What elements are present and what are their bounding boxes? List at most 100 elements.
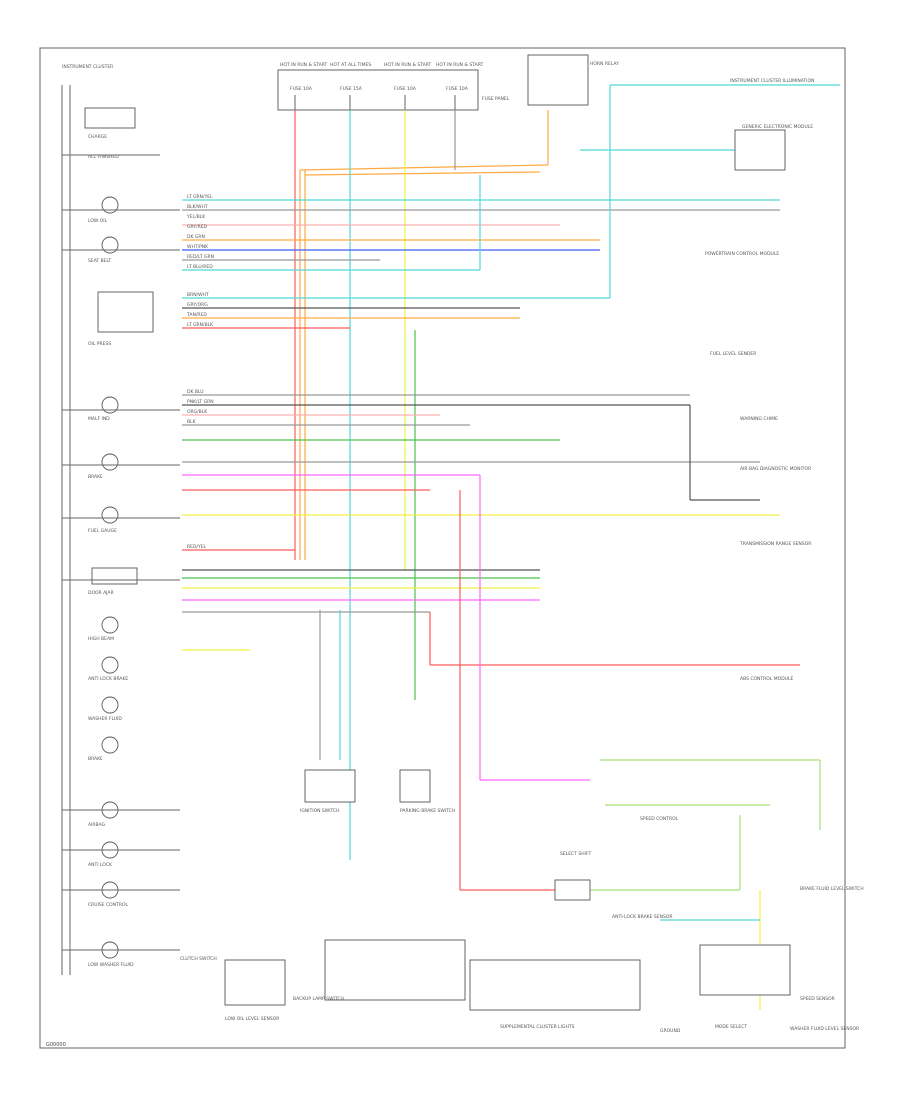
svg-text:IGNITION SWITCH: IGNITION SWITCH (300, 808, 340, 814)
svg-text:PARKING BRAKE SWITCH: PARKING BRAKE SWITCH (400, 808, 455, 814)
svg-text:WASHER FLUID: WASHER FLUID (88, 716, 122, 722)
svg-text:DK GRN: DK GRN (187, 234, 205, 240)
svg-text:DOOR AJAR: DOOR AJAR (88, 590, 114, 596)
svg-text:BACKUP LAMP SWITCH: BACKUP LAMP SWITCH (293, 996, 344, 1002)
svg-text:SPEED SENSOR: SPEED SENSOR (800, 996, 835, 1002)
svg-text:ALL FINISHED: ALL FINISHED (88, 154, 119, 160)
svg-text:YEL/BLK: YEL/BLK (186, 214, 206, 220)
right-side-components: GENERIC ELECTRONIC MODULE INSTRUMENT CLU… (705, 78, 864, 1002)
svg-text:LT GRN/BLK: LT GRN/BLK (187, 322, 214, 328)
svg-text:TRANSMISSION RANGE SENSOR: TRANSMISSION RANGE SENSOR (739, 541, 811, 547)
cluster-component: MALF IND (88, 396, 119, 422)
cluster-component: ANTI LOCK BRAKE (88, 656, 128, 682)
fuse: HOT AT ALL TIMES FUSE 15A (330, 62, 371, 110)
svg-text:INSTRUMENT CLUSTER ILLUMINATIO: INSTRUMENT CLUSTER ILLUMINATION (730, 78, 814, 84)
svg-text:ABS CONTROL MODULE: ABS CONTROL MODULE (740, 676, 793, 682)
bottom-components: IGNITION SWITCH PARKING BRAKE SWITCH SUP… (180, 769, 859, 1034)
cluster-component: LOW WASHER FLUID (88, 941, 134, 968)
svg-text:LT GRN/YEL: LT GRN/YEL (187, 194, 213, 200)
fuse: HOT IN RUN & START FUSE 10A (436, 62, 484, 110)
cluster-component: SEAT BELT (88, 236, 119, 264)
svg-text:DK BLU: DK BLU (187, 389, 204, 395)
svg-text:OIL PRESS: OIL PRESS (88, 341, 111, 347)
svg-text:HIGH BEAM: HIGH BEAM (88, 636, 114, 642)
cluster-component: ANTI LOCK (88, 841, 119, 868)
cluster-component: WASHER FLUID (88, 696, 122, 722)
svg-text:LOW OIL LEVEL SENSOR: LOW OIL LEVEL SENSOR (225, 1016, 279, 1022)
component-box (734, 129, 786, 171)
cluster-component: BRAKE (88, 736, 119, 762)
svg-text:SPEED CONTROL: SPEED CONTROL (640, 816, 679, 822)
horn-relay: HORN RELAY (527, 54, 619, 106)
svg-text:GROUND: GROUND (660, 1028, 681, 1034)
diagram-frame (39, 47, 846, 1049)
svg-text:FUEL LEVEL SENDER: FUEL LEVEL SENDER (710, 351, 756, 357)
svg-text:GENERIC ELECTRONIC MODULE: GENERIC ELECTRONIC MODULE (742, 124, 813, 130)
svg-text:ANTI-LOCK BRAKE SENSOR: ANTI-LOCK BRAKE SENSOR (612, 914, 672, 920)
svg-text:GRY/RED: GRY/RED (187, 224, 208, 230)
colored-wires (182, 84, 840, 1010)
svg-text:FUSE 15A: FUSE 15A (340, 86, 363, 92)
cluster-component: AIRBAG (88, 801, 119, 828)
svg-text:BRAKE FLUID LEVEL SWITCH: BRAKE FLUID LEVEL SWITCH (800, 886, 864, 892)
supplemental-cluster-box-2 (469, 959, 641, 1011)
svg-text:SELECT SHIFT: SELECT SHIFT (560, 851, 591, 857)
cluster-component: LOW OIL (88, 196, 119, 224)
svg-text:SUPPLEMENTAL CLUSTER LIGHTS: SUPPLEMENTAL CLUSTER LIGHTS (500, 1024, 575, 1030)
svg-text:MODE SELECT: MODE SELECT (715, 1024, 747, 1030)
cluster-component: DOOR AJAR (88, 567, 138, 596)
svg-text:HOT IN RUN & START: HOT IN RUN & START (280, 62, 328, 68)
svg-text:LOW OIL: LOW OIL (88, 218, 108, 224)
svg-text:SEAT BELT: SEAT BELT (88, 258, 111, 264)
cluster-component: FUEL GAUGE (88, 506, 119, 534)
svg-text:BRAKE: BRAKE (88, 474, 103, 480)
svg-text:WARNING CHIME: WARNING CHIME (740, 416, 778, 422)
svg-text:WHT/PNK: WHT/PNK (187, 244, 209, 250)
svg-text:TAN/RED: TAN/RED (186, 312, 207, 318)
footer-code: G00000 (46, 1042, 66, 1048)
cluster-component: HIGH BEAM (88, 616, 119, 642)
svg-text:HOT IN RUN & START: HOT IN RUN & START (436, 62, 484, 68)
cluster-components: CHARGE ALL FINISHED LOW OIL SEAT BELT OI… (62, 107, 180, 968)
wire-color-labels: LT GRN/YEL BLK/WHT YEL/BLK GRY/RED DK GR… (186, 194, 214, 550)
svg-text:AIR BAG DIAGNOSTIC MONITOR: AIR BAG DIAGNOSTIC MONITOR (740, 466, 811, 472)
parking-brake-symbol (399, 769, 431, 803)
svg-text:HOT IN RUN & START: HOT IN RUN & START (384, 62, 432, 68)
svg-text:FUEL GAUGE: FUEL GAUGE (88, 528, 117, 534)
svg-text:PNK/LT GRN: PNK/LT GRN (187, 399, 214, 405)
svg-text:MALF IND: MALF IND (88, 416, 110, 422)
svg-text:LOW WASHER FLUID: LOW WASHER FLUID (88, 962, 134, 968)
cluster-component: BRAKE (88, 453, 119, 480)
svg-text:BLK: BLK (187, 419, 197, 425)
svg-text:LT BLU/RED: LT BLU/RED (187, 264, 213, 270)
svg-text:BRAKE: BRAKE (88, 756, 103, 762)
svg-text:ANTI LOCK: ANTI LOCK (88, 862, 113, 868)
fuse: HOT IN RUN & START FUSE 10A (384, 62, 432, 110)
svg-text:ANTI LOCK BRAKE: ANTI LOCK BRAKE (88, 676, 128, 682)
svg-text:HORN RELAY: HORN RELAY (590, 61, 619, 67)
svg-text:ORG/BLK: ORG/BLK (187, 409, 208, 415)
low-oil-sensor-symbol (224, 959, 286, 1006)
svg-text:AIRBAG: AIRBAG (88, 822, 106, 828)
mode-select-box (699, 944, 791, 996)
svg-text:HOT AT ALL TIMES: HOT AT ALL TIMES (330, 62, 371, 68)
cluster-component: ALL FINISHED (62, 154, 160, 160)
supplemental-cluster-box (324, 939, 466, 1001)
svg-text:RED/YEL: RED/YEL (187, 544, 207, 550)
cluster-component: CHARGE (84, 107, 136, 140)
svg-text:FUSE 10A: FUSE 10A (394, 86, 417, 92)
svg-text:CLUTCH SWITCH: CLUTCH SWITCH (180, 956, 217, 962)
svg-text:CRUISE CONTROL: CRUISE CONTROL (88, 902, 128, 908)
ignition-switch-symbol (304, 769, 356, 803)
svg-text:RED/LT GRN: RED/LT GRN (187, 254, 214, 260)
svg-text:WASHER FLUID LEVEL SENSOR: WASHER FLUID LEVEL SENSOR (790, 1026, 859, 1032)
cluster-component: OIL PRESS (88, 291, 154, 347)
diagram-title: INSTRUMENT CLUSTER (62, 64, 113, 70)
svg-text:GRY/ORG: GRY/ORG (187, 302, 208, 308)
svg-text:FUSE 10A: FUSE 10A (446, 86, 469, 92)
svg-text:BLK/WHT: BLK/WHT (187, 204, 208, 210)
fuse-panel: HOT IN RUN & START FUSE 10A HOT AT ALL T… (277, 62, 510, 111)
svg-text:CHARGE: CHARGE (88, 134, 107, 140)
fuse: HOT IN RUN & START FUSE 10A (280, 62, 328, 110)
